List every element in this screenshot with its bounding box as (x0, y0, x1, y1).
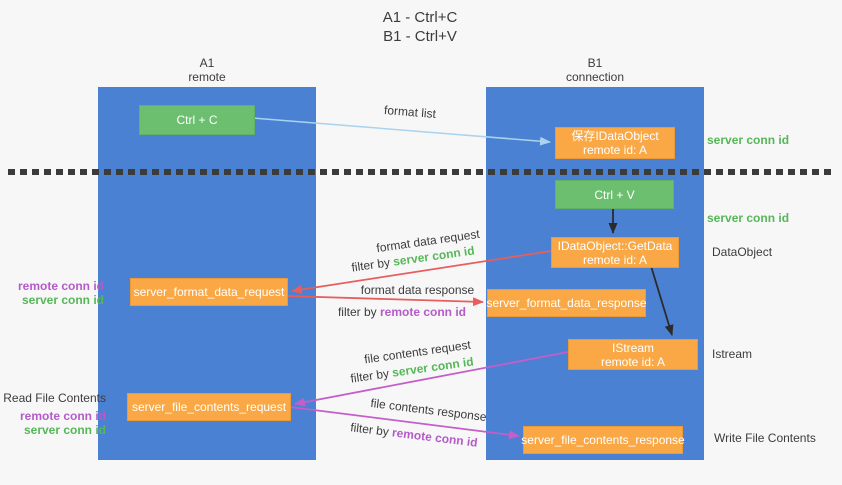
b1-role: connection (565, 70, 625, 84)
format-list-arrow (252, 117, 551, 146)
column-header-a1: A1 remote (98, 56, 316, 84)
save-dataobject-line1: 保存IDataObject (571, 129, 659, 143)
getdata-line2: remote id: A (582, 252, 648, 267)
istream-line2: remote id: A (600, 354, 666, 369)
ctrl-c-box: Ctrl + C (139, 105, 255, 135)
ctrl-c-label: Ctrl + C (176, 113, 218, 127)
title-line-2: B1 - Ctrl+V (383, 28, 457, 45)
save-dataobject-box: 保存IDataObject remote id: A (555, 127, 675, 159)
server-file-contents-request-label: server_file_contents_request (131, 400, 287, 414)
write-file-contents-annotation: Write File Contents (714, 431, 816, 445)
diagram-title: A1 - Ctrl+C B1 - Ctrl+V (300, 8, 540, 46)
server-format-data-response-label: server_format_data_response (486, 296, 647, 310)
filter-by-text: filter by (337, 305, 377, 319)
left-conn-id-group-1: remote conn id server conn id (0, 279, 104, 307)
read-file-contents-annotation: Read File Contents (3, 391, 106, 405)
server-file-contents-response-label: server_file_contents_response (521, 433, 685, 447)
title-line-1: A1 - Ctrl+C (382, 9, 458, 26)
file-contents-request-arrow (294, 351, 569, 407)
ctrl-v-label: Ctrl + V (594, 187, 635, 202)
a1-role: remote (188, 70, 226, 84)
filter-by-remote-conn-id-1: filter by remote conn id (336, 305, 468, 319)
save-dataobject-line2: remote id: A (582, 143, 648, 157)
server-file-contents-response-box: server_file_contents_response (521, 426, 685, 454)
server-file-contents-request-box: server_file_contents_request (127, 393, 291, 421)
format-data-response-label: format data response (360, 283, 475, 297)
format-data-response-arrow (285, 295, 484, 307)
remote-conn-id-annotation-1: remote conn id (17, 279, 104, 293)
istream-line1: IStream (611, 340, 654, 355)
file-contents-response-arrow (289, 406, 520, 440)
b1-name: B1 (587, 56, 603, 70)
server-format-data-request-box: server_format_data_request (130, 278, 288, 306)
remote-conn-id-annotation-2: remote conn id (19, 409, 106, 423)
a1-name: A1 (199, 56, 215, 70)
dataobject-annotation: DataObject (712, 245, 773, 259)
format-data-request-arrow (291, 250, 552, 294)
server-format-data-response-box: server_format_data_response (486, 289, 647, 317)
server-format-data-request-label: server_format_data_request (133, 285, 285, 299)
getdata-to-istream-arrow (650, 265, 674, 336)
left-conn-id-group-2: Read File Contents remote conn id server… (0, 391, 106, 437)
column-header-b1: B1 connection (486, 56, 704, 84)
istream-annotation: Istream (712, 347, 753, 361)
istream-box: IStream remote id: A (568, 339, 698, 370)
getdata-box: IDataObject::GetData remote id: A (551, 237, 679, 268)
ctrl-v-box: Ctrl + V (555, 180, 674, 209)
server-conn-id-annotation-1: server conn id (21, 293, 104, 307)
server-conn-id-annotation-top: server conn id (707, 133, 790, 147)
remote-conn-id-text: remote conn id (380, 305, 467, 319)
server-conn-id-annotation-ctrlv: server conn id (707, 211, 790, 225)
getdata-line1: IDataObject::GetData (557, 238, 673, 253)
server-conn-id-annotation-2: server conn id (23, 423, 106, 437)
